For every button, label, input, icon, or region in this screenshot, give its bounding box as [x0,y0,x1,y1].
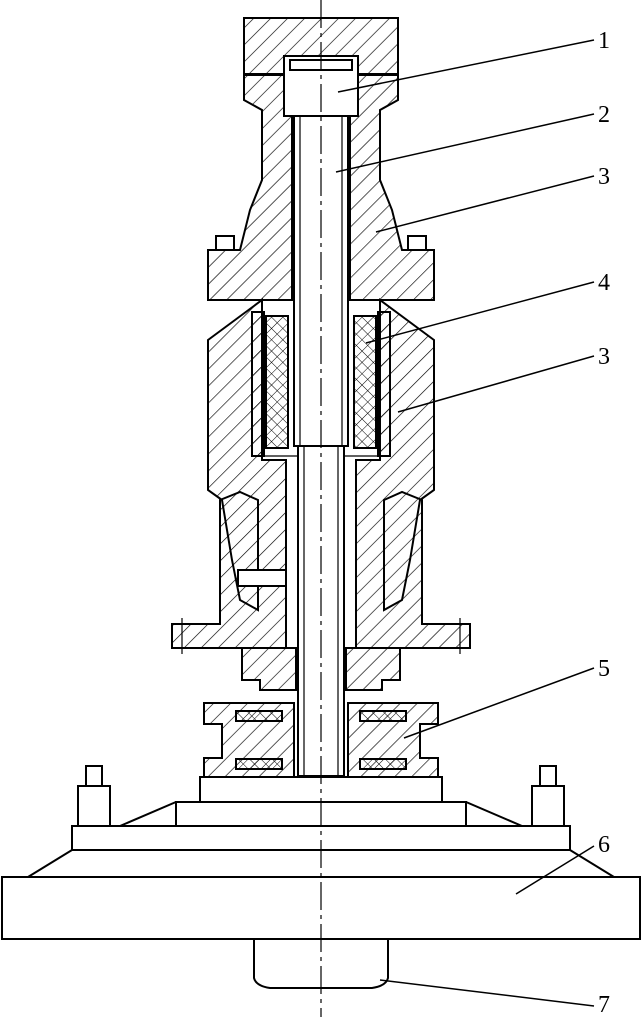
callout-5: 5 [598,656,610,682]
left-bolt [77,765,111,827]
bushing [251,311,391,457]
callout-labels: 1 2 3 4 3 5 6 7 [598,28,610,1017]
lower-nut [241,647,401,691]
leader-lines [335,39,595,1007]
pulley [203,702,439,778]
callout-3-upper: 3 [598,164,610,190]
callout-2: 2 [598,102,610,128]
callout-3-lower: 3 [598,344,610,370]
callout-7: 7 [598,992,610,1017]
callout-4: 4 [598,270,610,296]
right-bolt [531,765,565,827]
callout-1: 1 [598,28,610,54]
callout-6: 6 [598,832,610,858]
